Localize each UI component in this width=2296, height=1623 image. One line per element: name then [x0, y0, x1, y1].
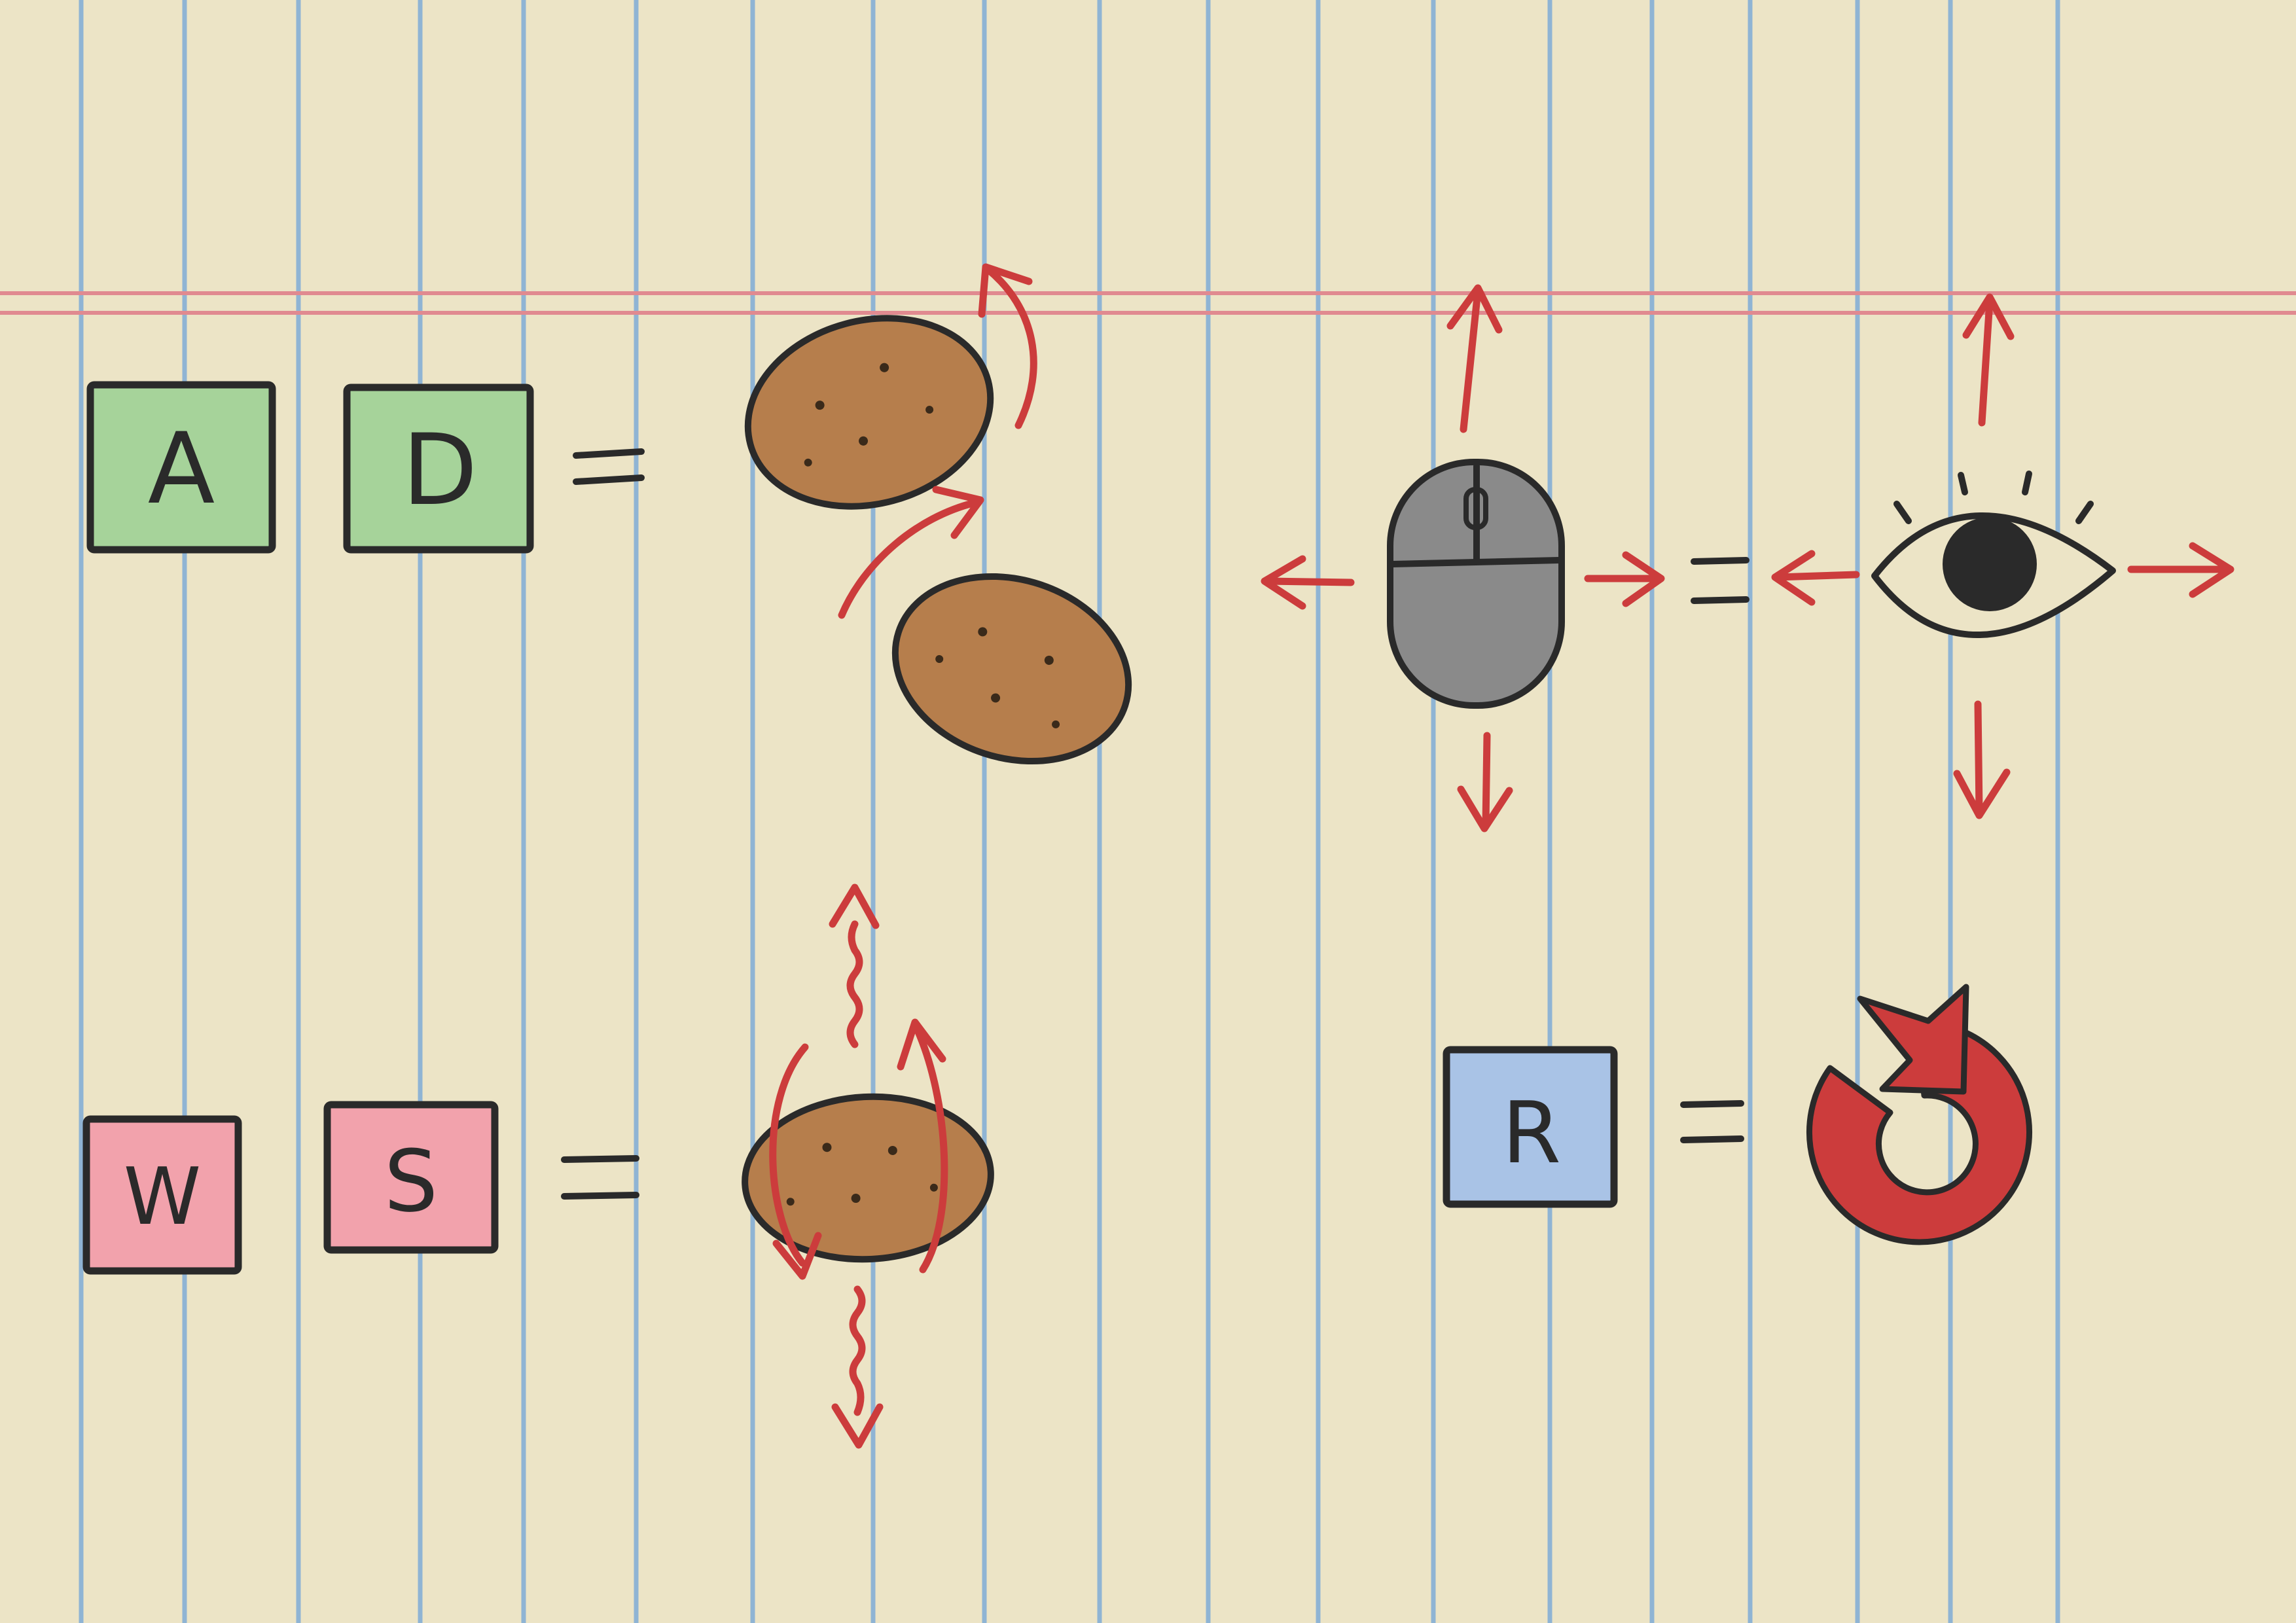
arrow-head — [1446, 284, 1503, 334]
arrow-head — [1771, 550, 1816, 606]
mouse-to-eye-icon — [1261, 284, 2234, 832]
rotating-potato-icon — [744, 263, 1132, 765]
wobbling-potato-icon — [742, 883, 994, 1449]
arrow-head — [897, 1018, 946, 1071]
equals-sign-move — [561, 1155, 639, 1200]
eye-pupil — [1943, 517, 2037, 611]
arrow-left-icon — [1263, 577, 1355, 586]
arrow-head — [1953, 768, 2011, 819]
arrow-up-icon — [1460, 287, 1482, 433]
key-w: W — [82, 1115, 242, 1275]
potato-icon — [891, 573, 1132, 765]
arrow-left-icon — [1774, 571, 1860, 581]
margin-lines — [0, 291, 2296, 315]
mouse-body — [1387, 459, 1565, 709]
key-d-label: D — [402, 414, 478, 527]
equals-sign-look — [1691, 557, 1749, 604]
key-s: S — [323, 1101, 499, 1254]
key-r-box — [1443, 1046, 1618, 1208]
mouse-icon — [1387, 459, 1565, 709]
arrow-head — [831, 1403, 884, 1449]
potato-icon — [742, 1093, 994, 1263]
restart-arrow-icon — [1806, 984, 2032, 1245]
arrow-head — [772, 1232, 822, 1280]
arrow-up-icon — [1978, 297, 1994, 427]
wiggly-down-arrow-icon — [849, 1285, 866, 1416]
key-a-box — [86, 381, 276, 554]
wiggly-up-arrow-icon — [846, 920, 863, 1048]
arrow-head — [1261, 555, 1306, 610]
key-d: D — [343, 383, 534, 554]
equals-sign-restart — [1680, 1100, 1744, 1143]
arrow-head — [2189, 542, 2234, 598]
equals-sign-turn — [573, 448, 645, 485]
curved-arrow-icon — [838, 499, 979, 619]
arrow-head — [1457, 785, 1513, 832]
key-a: A — [86, 381, 276, 554]
arrow-down-icon — [1482, 732, 1491, 829]
curved-arrow-icon — [984, 266, 1037, 429]
scroll-wheel — [1463, 487, 1488, 530]
key-s-label: S — [384, 1132, 439, 1231]
key-r-label: R — [1502, 1083, 1561, 1183]
key-s-box — [323, 1101, 499, 1254]
key-w-label: W — [124, 1152, 202, 1243]
eye-icon — [1871, 471, 2116, 638]
spin-arrow-icon — [912, 1024, 948, 1274]
arrow-head — [1622, 551, 1665, 607]
key-a-label: A — [148, 412, 215, 526]
key-r: R — [1443, 1046, 1618, 1208]
key-d-box — [343, 383, 534, 554]
potato-icon — [744, 315, 994, 510]
arrow-head — [932, 486, 984, 539]
arrow-head — [829, 883, 880, 929]
key-w-box — [82, 1115, 242, 1275]
spin-arrow-icon — [769, 1043, 809, 1267]
arrow-head — [978, 263, 1033, 318]
arrow-head — [1962, 293, 2015, 340]
arrow-down-icon — [1974, 700, 1983, 815]
